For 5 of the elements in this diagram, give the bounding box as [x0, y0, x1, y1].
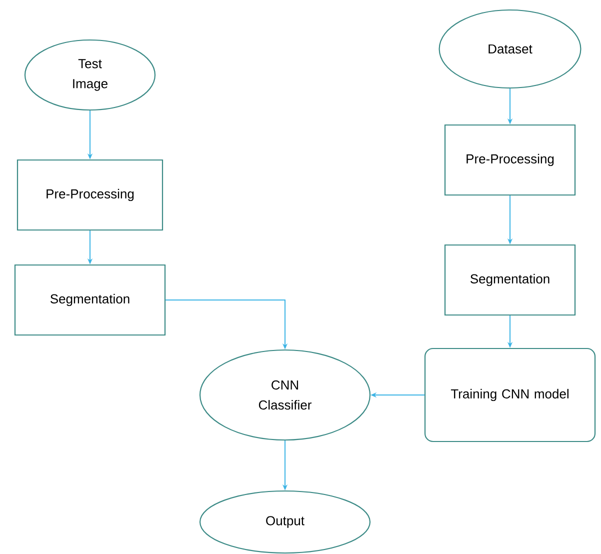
- process-box: Segmentation: [14, 264, 166, 336]
- process-box: Training CNN model: [424, 348, 596, 442]
- process-box: Pre-Processing: [16, 159, 164, 231]
- process-box: Segmentation: [444, 244, 576, 316]
- process-box: Pre-Processing: [444, 124, 576, 196]
